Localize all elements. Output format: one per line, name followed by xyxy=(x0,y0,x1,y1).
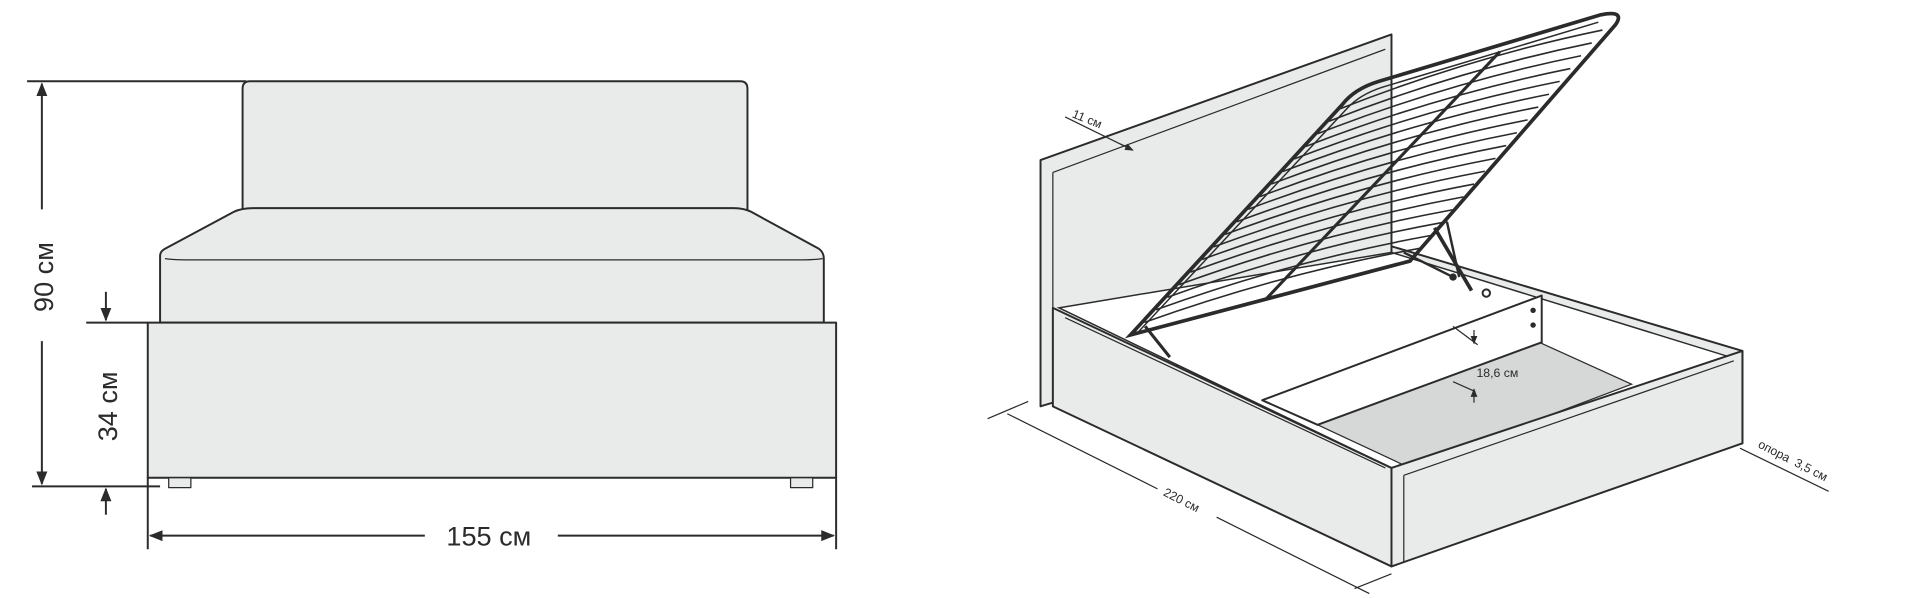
slat xyxy=(1317,54,1582,135)
mattress xyxy=(159,207,825,324)
width-label: 155 см xyxy=(446,521,531,552)
slat xyxy=(1328,42,1592,122)
center-divider xyxy=(1261,294,1543,426)
iso-view: 11 см 220 см 18,6 см опора 3,5 см xyxy=(987,11,1830,595)
length-label: 220 см xyxy=(1161,485,1202,515)
slat xyxy=(1190,196,1464,273)
slat xyxy=(1144,247,1421,324)
storage-depth-label: 18,6 см xyxy=(1476,366,1518,380)
leg-right xyxy=(789,477,814,489)
slat xyxy=(1213,170,1485,248)
headboard xyxy=(241,80,749,213)
leg-left xyxy=(168,477,192,489)
slat xyxy=(1178,208,1453,286)
height-total-label: 90 см xyxy=(28,242,59,312)
slat xyxy=(1167,221,1443,298)
slat xyxy=(1340,29,1603,110)
slat xyxy=(1155,234,1432,311)
slat xyxy=(1294,80,1560,160)
slat xyxy=(1271,106,1539,185)
slat xyxy=(1259,119,1528,198)
slat xyxy=(1247,131,1518,210)
bed-base xyxy=(146,321,838,479)
slat xyxy=(1305,67,1571,148)
base-front xyxy=(1390,349,1744,568)
slat xyxy=(1236,144,1507,223)
front-view: 90 см 34 см 155 см xyxy=(27,80,838,552)
slat xyxy=(1282,93,1550,173)
slat xyxy=(1201,183,1475,261)
lifted-slat-frame xyxy=(1144,29,1603,324)
height-base-label: 34 см xyxy=(92,371,123,441)
slat xyxy=(1224,157,1496,236)
